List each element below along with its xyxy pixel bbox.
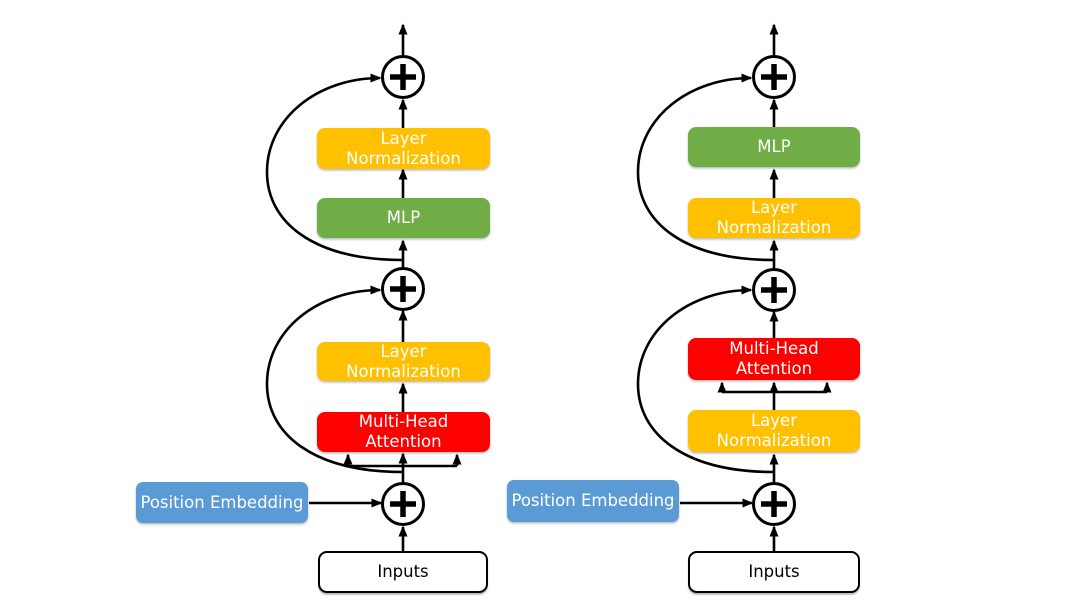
right-add-node-bottom bbox=[752, 482, 796, 526]
left-add-node-bottom bbox=[381, 482, 425, 526]
left-multi-head-attention-box: Multi-Head Attention bbox=[317, 412, 490, 452]
multi-head-attention-label: Multi-Head Attention bbox=[729, 339, 819, 378]
layer-norm-label: Layer Normalization bbox=[716, 411, 832, 450]
right-multi-head-attention-box: Multi-Head Attention bbox=[688, 338, 860, 380]
position-embedding-label: Position Embedding bbox=[140, 492, 304, 512]
left-layer-norm-top-box: Layer Normalization bbox=[317, 128, 490, 169]
left-inputs-box: Inputs bbox=[318, 551, 488, 593]
right-mlp-box: MLP bbox=[688, 127, 860, 167]
right-inputs-box: Inputs bbox=[688, 551, 860, 593]
left-position-embedding-box: Position Embedding bbox=[136, 482, 308, 523]
plus-icon bbox=[390, 491, 416, 517]
plus-icon bbox=[761, 64, 787, 90]
right-upper-skip-connection bbox=[636, 73, 775, 262]
left-upper-skip-connection bbox=[265, 73, 404, 262]
left-diagram-wires bbox=[265, 23, 462, 551]
plus-icon bbox=[390, 276, 416, 302]
right-layer-norm-top-box: Layer Normalization bbox=[688, 198, 860, 238]
right-lower-skip-connection bbox=[636, 285, 775, 474]
right-diagram-wires bbox=[636, 23, 832, 551]
right-position-embedding-box: Position Embedding bbox=[507, 480, 679, 522]
plus-icon bbox=[761, 491, 787, 517]
multi-head-attention-label: Multi-Head Attention bbox=[358, 412, 449, 451]
plus-icon bbox=[761, 277, 787, 303]
left-layer-norm-middle-box: Layer Normalization bbox=[317, 342, 490, 381]
mlp-label: MLP bbox=[757, 137, 791, 156]
plus-icon bbox=[390, 64, 416, 90]
layer-norm-label: Layer Normalization bbox=[346, 341, 461, 381]
mlp-label: MLP bbox=[386, 208, 421, 227]
right-layer-norm-middle-box: Layer Normalization bbox=[688, 410, 860, 452]
left-add-node-top bbox=[381, 55, 425, 99]
layer-norm-label: Layer Normalization bbox=[346, 128, 461, 168]
position-embedding-label: Position Embedding bbox=[511, 491, 675, 510]
layer-norm-label: Layer Normalization bbox=[716, 198, 832, 237]
left-mlp-box: MLP bbox=[317, 198, 490, 238]
right-add-node-middle bbox=[752, 268, 796, 312]
inputs-label: Inputs bbox=[748, 562, 800, 581]
right-add-node-top bbox=[752, 55, 796, 99]
inputs-label: Inputs bbox=[377, 562, 429, 581]
left-add-node-middle bbox=[381, 267, 425, 311]
left-lower-skip-connection bbox=[265, 285, 404, 474]
